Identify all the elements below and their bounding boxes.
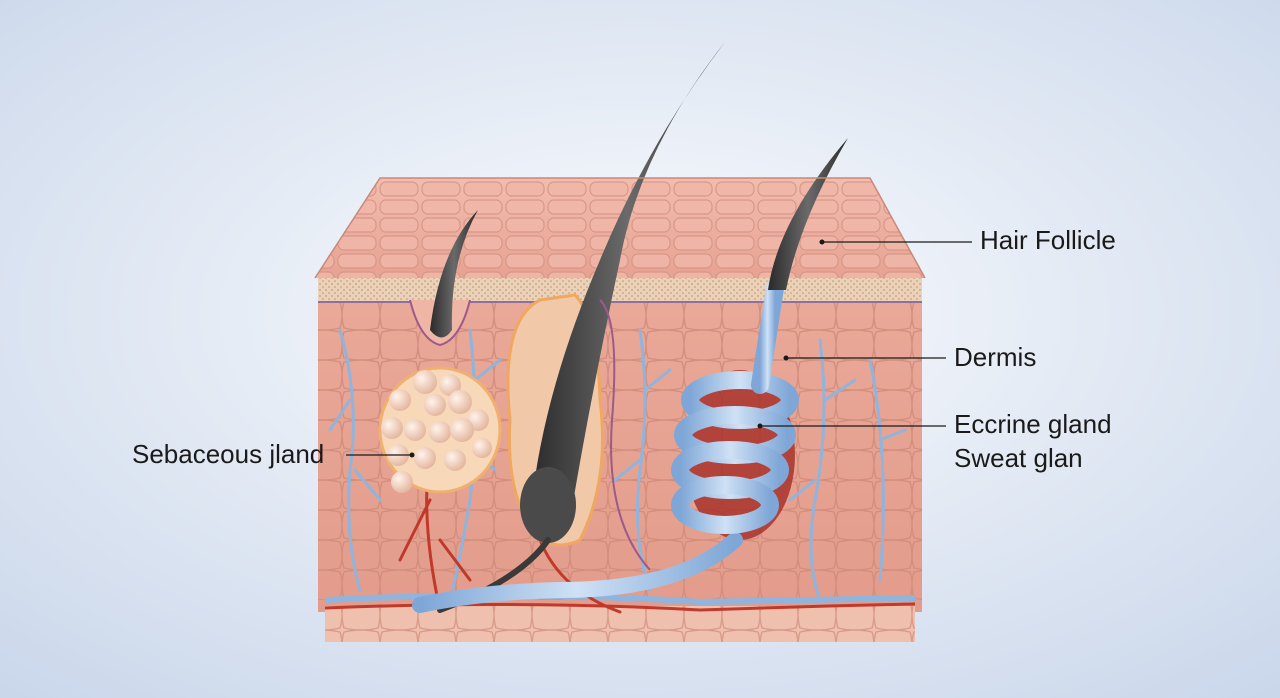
sebaceous-gland: [378, 366, 502, 494]
main-hair-shaft: [530, 42, 725, 533]
eccrine-sweat-gland: [412, 279, 799, 613]
dermis-label: Dermis: [954, 342, 1037, 372]
sweat-gland-label: Sweat glan: [954, 443, 1083, 473]
leader-lines: [346, 241, 972, 456]
small-hair: [430, 210, 478, 338]
hair-bulb: [520, 467, 576, 543]
right-hair: [768, 138, 848, 290]
eccrine-gland-label: Eccrine gland: [954, 409, 1112, 439]
hair-follicle-label: Hair Follicle: [980, 225, 1116, 255]
blue-vessels: [328, 328, 907, 602]
sebaceous-gland-label: Sebaceous jland: [132, 439, 325, 469]
